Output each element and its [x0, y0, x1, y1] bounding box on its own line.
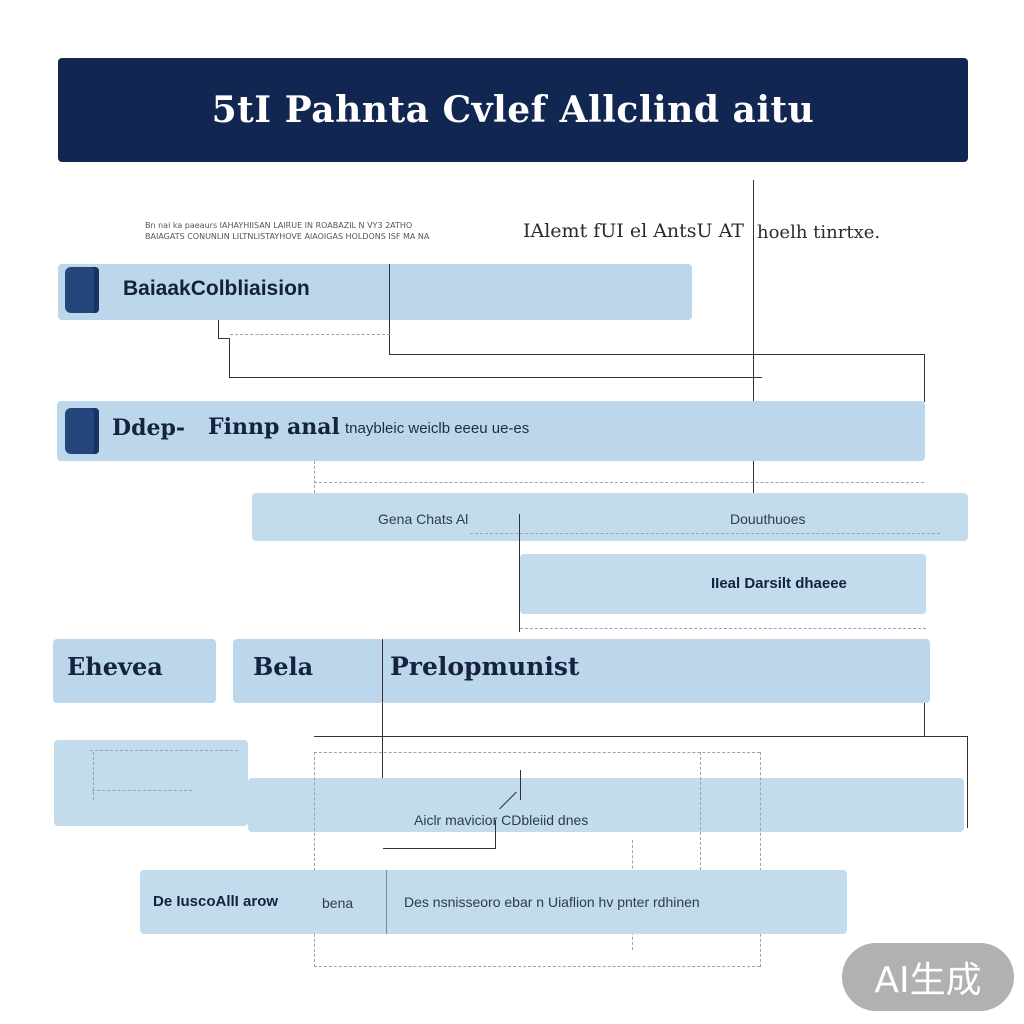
connector-row5-horizontal: [314, 736, 967, 737]
connector-row1-vertical: [389, 264, 390, 354]
connector-row1-horizontal: [389, 354, 924, 355]
row6-left-line-2: [92, 790, 192, 791]
subtitle-small-line-2: BAIAGATS CONUNLIN LILTNLISTAYHOVE AIAOIG…: [145, 232, 430, 241]
connector-row5-right: [924, 703, 925, 737]
connector-row1-small: [218, 320, 219, 338]
row6-left-box: [54, 740, 248, 826]
connector-row1-dash: [230, 334, 390, 335]
page-title: 5tI Pahnta Cvlef Allclind aitu: [211, 89, 815, 131]
connector-row1-small-h: [218, 338, 230, 339]
row4-label: IIeal Darsilt dhaeee: [711, 575, 847, 592]
row6-band: [248, 778, 964, 832]
connector-row3-vertical: [519, 514, 520, 632]
row6-label: Aiclr mavicior CDbleiid dnes: [414, 812, 589, 828]
row1-label: BaiaakColbliaision: [123, 277, 310, 300]
row3-label-right: Douuthuoes: [730, 511, 806, 527]
ai-generated-badge: AI生成: [842, 943, 1014, 1011]
block-icon: [65, 267, 99, 313]
row4-band: [520, 554, 926, 614]
row7-band: [140, 870, 847, 934]
connector-row1-right: [924, 354, 925, 402]
connector-row5-vertical: [382, 639, 383, 797]
row5-label-a: Ehevea: [67, 652, 163, 681]
row6-left-line-1: [90, 750, 238, 751]
row6-left-line-3: [93, 752, 94, 800]
row3-label-left: Gena Chats Al: [378, 511, 469, 527]
connector-right-dash: [760, 752, 761, 967]
subtitle-main-text: IAlemt fUI el AntsU AT: [523, 220, 744, 242]
connector-row3-dash: [470, 533, 940, 534]
ai-generated-badge-text: AI生成: [874, 960, 982, 1001]
row5-label-c: Prelopmunist: [390, 652, 580, 681]
subtitle-small-line-1: Bn nai ka paeaurs IAHAYHIISAN LAIRUE IN …: [145, 221, 413, 230]
connector-bottom-dash: [314, 966, 760, 967]
connector-row6-bottom-v: [495, 820, 496, 848]
row7-label-a: De IuscoAllI arow: [153, 893, 279, 910]
title-bar: 5tI Pahnta Cvlef Allclind aitu: [58, 58, 968, 162]
row2-label-a: Ddep-: [112, 415, 185, 441]
connector-row1-small-v2: [229, 338, 230, 378]
row5-label-b: Bela: [253, 652, 314, 681]
connector-top-dash: [314, 752, 760, 753]
connector-row2-dash: [314, 461, 315, 493]
row2-band: [57, 401, 925, 461]
row5-box-a: [53, 639, 216, 703]
connector-row6-bottom: [383, 848, 496, 849]
row2-label-c: tnaybleic weiclb eeeu ue-es: [345, 420, 530, 437]
row7-label-c: Des nsnisseoro ebar n Uiaflion hv pnter …: [404, 894, 700, 910]
subtitle-side-text: hoelh tinrtxe.: [757, 222, 881, 243]
block-icon: [65, 408, 99, 454]
subtitle-row: Bn nai ka paeaurs IAHAYHIISAN LAIRUE IN …: [145, 212, 905, 252]
row1-band: [58, 264, 692, 320]
connector-main-vertical: [753, 180, 754, 496]
row2-label-b: Finnp anal: [208, 414, 340, 440]
row7-label-b: bena: [322, 895, 354, 911]
connector-row1-small-h2: [229, 377, 762, 378]
connector-row2-dash-h: [314, 482, 924, 483]
connector-row6-vertical: [520, 770, 521, 800]
row5-box-b: [233, 639, 383, 703]
row5-box-c: [382, 639, 930, 703]
connector-left-dash: [314, 752, 315, 967]
row7-divider: [386, 870, 387, 934]
connector-row4-dash: [520, 628, 926, 629]
connector-mid-dash: [700, 752, 701, 880]
connector-row5-far-right: [967, 736, 968, 828]
